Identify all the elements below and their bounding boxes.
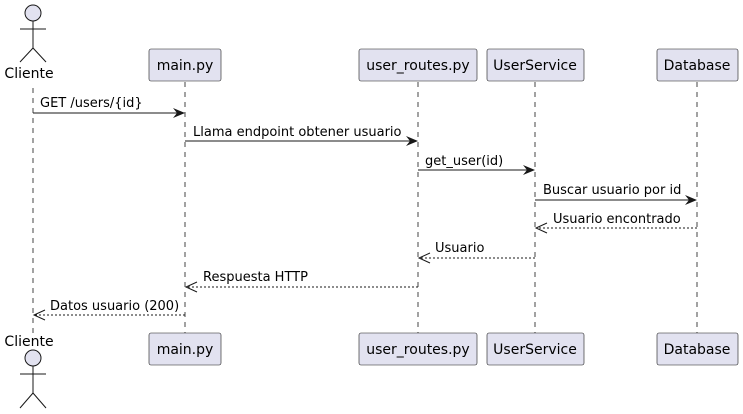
message-4: Buscar usuario por id bbox=[535, 183, 697, 205]
participant-main-top: main.py bbox=[148, 48, 222, 82]
message-1: GET /users/{id} bbox=[33, 96, 185, 118]
participant-service-bottom: UserService bbox=[486, 332, 585, 366]
participant-main-bottom: main.py bbox=[148, 332, 222, 366]
participant-label: main.py bbox=[157, 342, 214, 358]
message-label: get_user(id) bbox=[425, 154, 503, 169]
open-arrowhead-icon bbox=[417, 252, 431, 264]
message-label: Usuario bbox=[435, 241, 484, 256]
participant-db-top: Database bbox=[656, 48, 739, 82]
actor-head-icon bbox=[24, 349, 42, 367]
participant-label: user_routes.py bbox=[366, 58, 469, 74]
message-label: GET /users/{id} bbox=[40, 96, 143, 111]
participant-routes-bottom: user_routes.py bbox=[358, 332, 478, 366]
actor-label: Cliente bbox=[4, 334, 53, 350]
arrowhead-icon bbox=[523, 165, 535, 175]
message-label: Usuario encontrado bbox=[553, 212, 681, 227]
message-label: Llama endpoint obtener usuario bbox=[193, 125, 402, 140]
message-label: Respuesta HTTP bbox=[203, 270, 308, 285]
open-arrowhead-icon bbox=[534, 222, 548, 234]
actor-cliente-top: Cliente bbox=[4, 4, 54, 82]
actor-head-icon bbox=[24, 4, 42, 22]
arrowhead-icon bbox=[406, 136, 418, 146]
message-label: Datos usuario (200) bbox=[50, 299, 179, 314]
participant-label: UserService bbox=[493, 342, 577, 358]
actor-cliente-bottom: Cliente bbox=[4, 334, 54, 409]
participant-label: Database bbox=[664, 342, 731, 358]
participant-routes-top: user_routes.py bbox=[358, 48, 478, 82]
participant-label: Database bbox=[664, 58, 731, 74]
message-8: Datos usuario (200) bbox=[32, 299, 185, 321]
message-2: Llama endpoint obtener usuario bbox=[185, 125, 418, 146]
message-6: Usuario bbox=[417, 241, 535, 264]
message-5: Usuario encontrado bbox=[534, 212, 697, 234]
participant-label: main.py bbox=[157, 58, 214, 74]
open-arrowhead-icon bbox=[32, 309, 46, 321]
open-arrowhead-icon bbox=[184, 281, 198, 293]
message-label: Buscar usuario por id bbox=[543, 183, 681, 198]
arrowhead-icon bbox=[685, 195, 697, 205]
participant-label: UserService bbox=[493, 58, 577, 74]
participant-db-bottom: Database bbox=[656, 332, 739, 366]
arrowhead-icon bbox=[173, 108, 185, 118]
actor-label: Cliente bbox=[4, 66, 53, 82]
participant-service-top: UserService bbox=[486, 48, 585, 82]
message-7: Respuesta HTTP bbox=[184, 270, 418, 293]
message-3: get_user(id) bbox=[418, 154, 535, 175]
participant-label: user_routes.py bbox=[366, 342, 469, 358]
